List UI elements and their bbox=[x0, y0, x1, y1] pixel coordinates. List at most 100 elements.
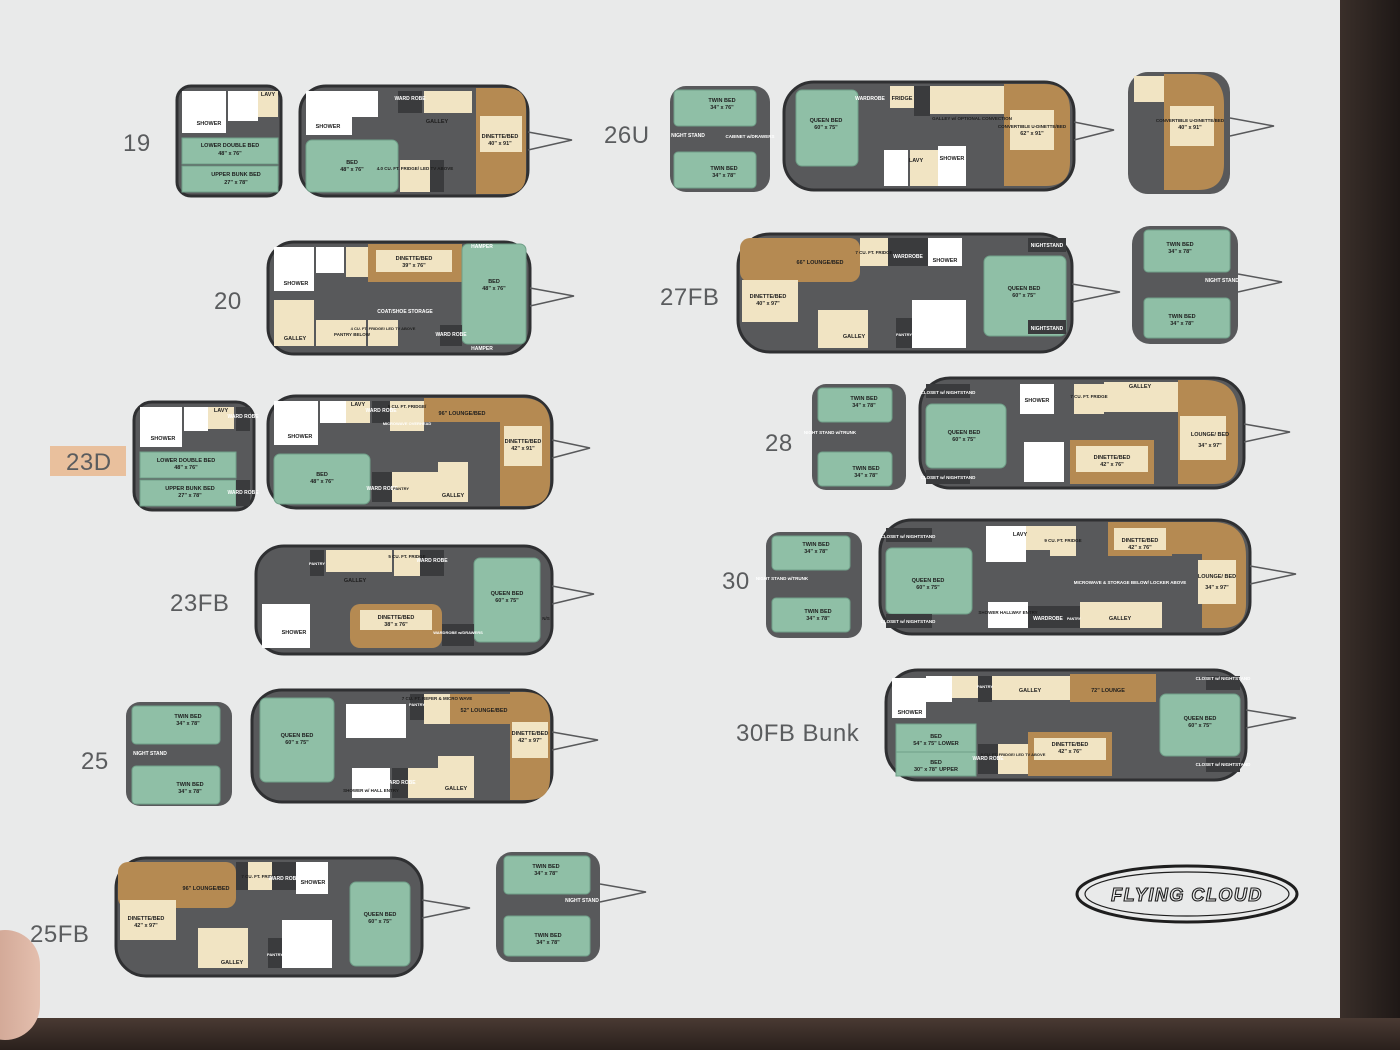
floorplan-30fb-bunk: SHOWER PANTRY GALLEY 72" LOUNGE CLOSET w… bbox=[884, 668, 1297, 782]
text-28-lounge-size: 34" x 97" bbox=[1198, 443, 1222, 449]
text-30fb-fridge: 8 CU. FT. FRIDGE/ LED TV ABOVE bbox=[981, 752, 1046, 757]
text-23fb-fridge: 5 CU. FT. FRIDGE bbox=[388, 554, 425, 559]
text-25fb-shower: SHOWER bbox=[301, 880, 326, 886]
text-25-lounge: 52" LOUNGE/BED bbox=[461, 708, 508, 714]
text-26u-twin2-size: 34" x 78" bbox=[712, 173, 736, 179]
text-30-twin2: TWIN BED bbox=[804, 609, 831, 615]
text-26u-vanity: VANITY bbox=[889, 179, 908, 185]
text-23d-pantry: PANTRY bbox=[393, 486, 409, 491]
text-28-queen-size: 60" x 75" bbox=[952, 437, 976, 443]
model-label-28: 28 bbox=[765, 430, 793, 457]
text-25-twin2-size: 34" x 78" bbox=[178, 789, 202, 795]
text-26u-galley: GALLEY w/ OPTIONAL CONVECTION bbox=[932, 116, 1012, 121]
model-label-30fb: 30FB Bunk bbox=[736, 720, 860, 747]
model-label-23d: 23D bbox=[66, 449, 112, 476]
text-19-lower: LOWER DOUBLE BED bbox=[201, 143, 259, 149]
text-19-lavy: LAVY bbox=[261, 92, 276, 98]
text-23d-lavy: LAVY bbox=[214, 408, 229, 414]
text-27fb-night: NIGHT STAND bbox=[1205, 278, 1239, 284]
floorplan-28-twin: TWIN BED 34" x 78" NIGHT STAND w/TRUNK T… bbox=[804, 384, 906, 490]
text-30-wardrobe: WARDROBE bbox=[1033, 616, 1063, 622]
text-30-queen-size: 60" x 75" bbox=[916, 585, 940, 591]
text-27fb-shower: SHOWER bbox=[933, 258, 958, 264]
model-label-25fb: 25FB bbox=[30, 921, 90, 948]
text-23d-ward2: WARD ROBE bbox=[227, 490, 259, 496]
text-23fb-ns: N/S bbox=[542, 616, 550, 621]
text-30-lavy: LAVY bbox=[1013, 532, 1028, 538]
text-26u-convert2-size: 40" x 91" bbox=[1178, 125, 1202, 131]
text-30fb-dinette-size: 42" x 76" bbox=[1058, 749, 1082, 755]
text-25-pantry: PANTRY bbox=[409, 702, 425, 707]
text-30-lounge: LOUNGE/ BED bbox=[1198, 574, 1236, 580]
text-25fb-ward: WARD ROBE bbox=[268, 876, 300, 882]
text-30fb-pantry: PANTRY bbox=[977, 684, 993, 689]
text-23d-upper: UPPER BUNK BED bbox=[165, 486, 215, 492]
thumb bbox=[0, 930, 40, 1040]
text-19-lower-size: 48" x 76" bbox=[218, 151, 242, 157]
tape-strip bbox=[50, 446, 126, 476]
text-20-bed: BED bbox=[488, 279, 500, 285]
floorplan-20: SHOWER DINETTE/BED 39" x 76" HAMPER BED … bbox=[266, 240, 575, 356]
text-23fb-galley: GALLEY bbox=[344, 578, 367, 584]
floorplan-30-twin: TWIN BED 34" x 78" NIGHT STAND w/TRUNK T… bbox=[756, 532, 862, 638]
text-23d-lounge: 96" LOUNGE/BED bbox=[439, 411, 486, 417]
floorplan-23d: SHOWER LAVY WARD ROBE 5 CU. FT. FRIDGE/ … bbox=[266, 394, 591, 510]
text-26u-lavy: LAVY bbox=[909, 158, 924, 164]
text-30fb-bed: BED bbox=[930, 734, 942, 740]
text-25fb-twin2-size: 34" x 78" bbox=[536, 940, 560, 946]
text-25fb-dinette: DINETTE/BED bbox=[128, 916, 165, 922]
text-25-queen-size: 60" x 75" bbox=[285, 740, 309, 746]
text-20-dinette: DINETTE/BED bbox=[396, 256, 433, 262]
model-label-26u: 26U bbox=[604, 122, 650, 149]
table-surface bbox=[0, 1018, 1400, 1050]
text-19-dinette: DINETTE/BED bbox=[482, 134, 519, 140]
text-25fb-twin1: TWIN BED bbox=[532, 864, 559, 870]
text-25-twin1-size: 34" x 78" bbox=[176, 721, 200, 727]
text-25fb-twin2: TWIN BED bbox=[534, 933, 561, 939]
text-27fb-galley: GALLEY bbox=[843, 334, 866, 340]
text-27fb-pantry: PANTRY bbox=[896, 332, 912, 337]
floorplan-27fb-twin: TWIN BED 34" x 78" NIGHT STAND TWIN BED … bbox=[1132, 226, 1283, 344]
text-20-hamper: HAMPER bbox=[471, 244, 493, 250]
model-label-30: 30 bbox=[722, 568, 750, 595]
text-25-dinette-size: 42" x 97" bbox=[518, 738, 542, 744]
text-28-closet2: CLOSET w/ NIGHTSTAND bbox=[921, 475, 976, 480]
text-30fb-queen: QUEEN BED bbox=[1184, 716, 1217, 722]
text-30-twin1-size: 34" x 78" bbox=[804, 549, 828, 555]
text-28-twin1: TWIN BED bbox=[850, 396, 877, 402]
background-shadow bbox=[1340, 0, 1400, 1050]
text-30-closet: CLOSET w/ NIGHTSTAND bbox=[881, 534, 936, 539]
text-20-ward: WARD ROBE bbox=[435, 332, 467, 338]
text-30fb-ward: WARD ROBE bbox=[972, 756, 1004, 762]
text-30-lounge-size: 34" x 97" bbox=[1205, 585, 1229, 591]
text-19-upper: UPPER BUNK BED bbox=[211, 172, 261, 178]
text-20-coat: COAT/SHOE STORAGE bbox=[377, 309, 433, 315]
text-20-dinette-size: 39" x 76" bbox=[402, 263, 426, 269]
floorplan-26u: QUEEN BED 60" x 75" WARDROBE FRIDGE GALL… bbox=[782, 80, 1115, 192]
text-30fb-closet2: CLOSET w/ NIGHTSTAND bbox=[1196, 762, 1251, 767]
text-30-shower: SHOWER HALLWAY ENTRY bbox=[978, 610, 1037, 615]
text-23fb-shower: SHOWER bbox=[282, 630, 307, 636]
text-23d-ward3: WARD ROBE bbox=[365, 408, 397, 414]
text-30fb-dinette: DINETTE/BED bbox=[1052, 742, 1089, 748]
text-25-galley: GALLEY bbox=[445, 786, 468, 792]
text-27fb-queen-size: 60" x 75" bbox=[1012, 293, 1036, 299]
text-23fb-queen: QUEEN BED bbox=[491, 591, 524, 597]
text-20-hamper2: HAMPER bbox=[471, 346, 493, 352]
text-28-dinette: DINETTE/BED bbox=[1094, 455, 1131, 461]
text-20-shower: SHOWER bbox=[284, 281, 309, 287]
text-30-galley: GALLEY bbox=[1109, 616, 1132, 622]
text-25fb-night: NIGHT STAND bbox=[565, 898, 599, 904]
text-25-bath: BATHROOM bbox=[375, 726, 404, 732]
text-30fb-bed2-size: 30" x 78" UPPER bbox=[914, 767, 958, 773]
text-23fb-ward: WARD ROBE bbox=[416, 558, 448, 564]
text-26u-twin2: TWIN BED bbox=[710, 166, 737, 172]
text-30fb-lounge: 72" LOUNGE bbox=[1091, 688, 1125, 694]
text-30-dinette-size: 42" x 76" bbox=[1128, 545, 1152, 551]
text-26u-convert2: CONVERTIBLE U-DINETTE/BED bbox=[1156, 118, 1225, 123]
model-label-27fb: 27FB bbox=[660, 284, 720, 311]
text-23d-galley: GALLEY bbox=[442, 493, 465, 499]
text-23d-shower2: SHOWER bbox=[288, 434, 313, 440]
floorplan-25fb-twin: TWIN BED 34" x 78" NIGHT STAND TWIN BED … bbox=[496, 852, 647, 962]
